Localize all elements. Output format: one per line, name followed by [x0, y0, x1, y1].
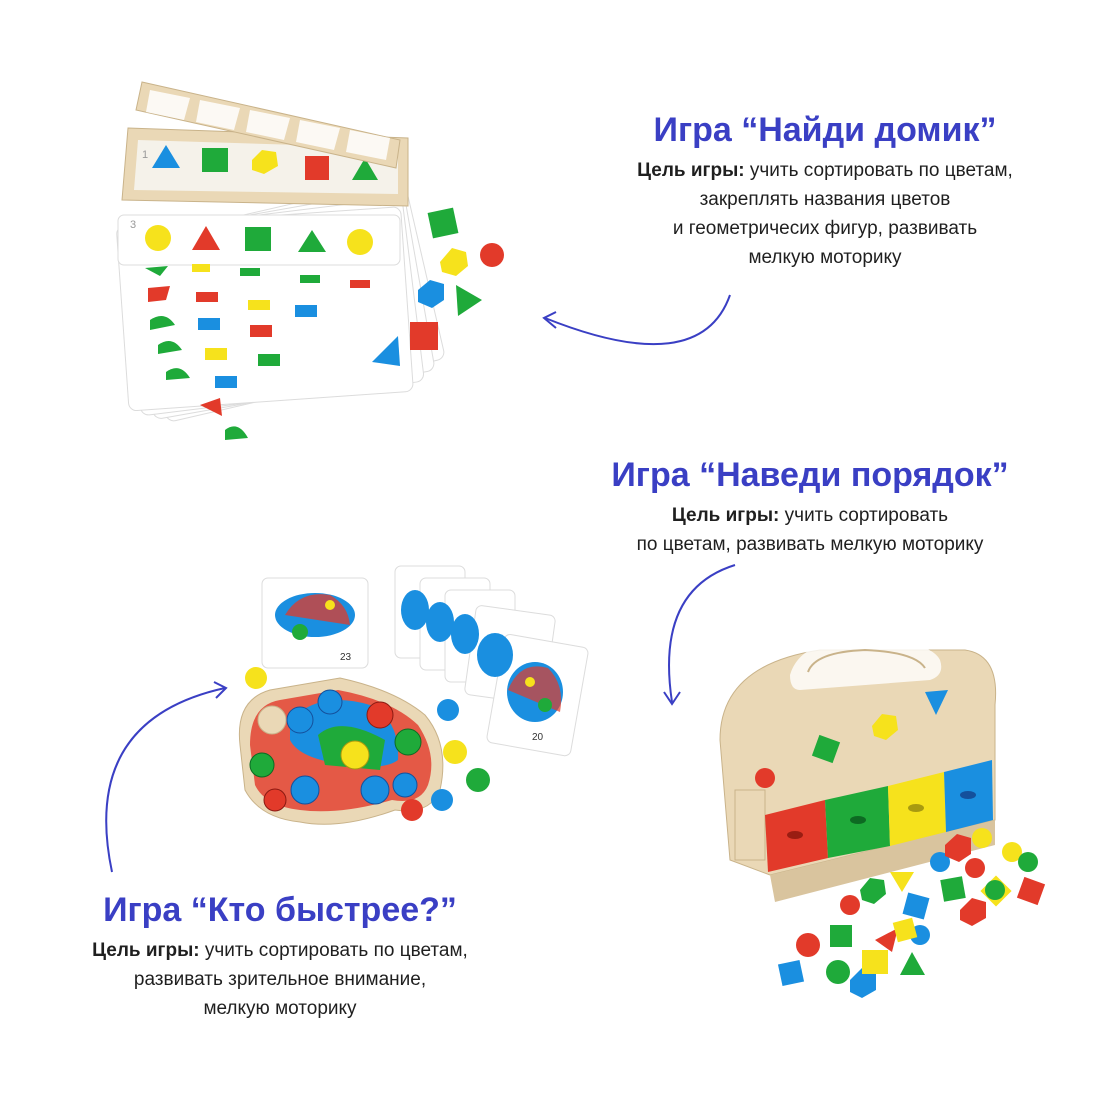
arrow-game2 [668, 564, 736, 703]
arrow-game3-head [213, 681, 228, 699]
game2-line-2: по цветам, развивать мелкую моторику [636, 534, 984, 555]
fan-card-number: 3 [130, 219, 136, 231]
arrow-game3 [105, 687, 226, 873]
game1-title: Игра “Найди домик” [653, 111, 997, 149]
game2-caption: Игра “Наведи порядок” Цель игры: учить с… [545, 455, 1075, 559]
game1-goal-label: Цель игры: [637, 160, 745, 181]
game1-line-2: закреплять названия цветов [699, 189, 951, 210]
tray-card-number: 1 [142, 149, 148, 161]
game2-illustration [719, 638, 1046, 998]
car-card-number-b: 20 [532, 732, 544, 743]
game2-description: Цель игры: учить сортировать по цветам, … [545, 501, 1075, 559]
game3-goal-label: Цель игры: [92, 940, 200, 961]
game1-caption: Игра “Найди домик” Цель игры: учить сорт… [560, 110, 1090, 272]
game1-loose-pieces [372, 207, 504, 366]
game1-description: Цель игры: учить сортировать по цветам, … [560, 156, 1090, 272]
game3-caption: Игра “Кто быстрее?” Цель игры: учить сор… [20, 890, 540, 1023]
arrow-game1-head [542, 311, 557, 329]
game3-description: Цель игры: учить сортировать по цветам, … [20, 936, 540, 1023]
arrow-game2-head [663, 691, 681, 706]
game3-line-3: мелкую моторику [203, 998, 357, 1019]
car-card-number-a: 23 [340, 652, 352, 663]
game3-line-1: учить сортировать по цветам, [204, 940, 468, 961]
game2-goal-label: Цель игры: [671, 505, 780, 526]
game1-illustration: 3 1 [116, 81, 504, 440]
game1-line-4: мелкую моторику [748, 247, 902, 268]
game3-illustration: 23 20 [238, 565, 589, 825]
card-fan: 3 [116, 179, 445, 440]
game1-line-3: и геометричесих фигур, развивать [672, 218, 978, 239]
wooden-trays: 1 [121, 81, 409, 207]
arrow-game1 [544, 294, 731, 346]
game3-line-2: развивать зрительное внимание, [133, 969, 427, 990]
game3-title: Игра “Кто быстрее?” [103, 891, 457, 929]
game2-line-1: учить сортировать [784, 505, 949, 526]
game2-title: Игра “Наведи порядок” [611, 456, 1009, 494]
game1-line-1: учить сортировать по цветам, [749, 160, 1013, 181]
